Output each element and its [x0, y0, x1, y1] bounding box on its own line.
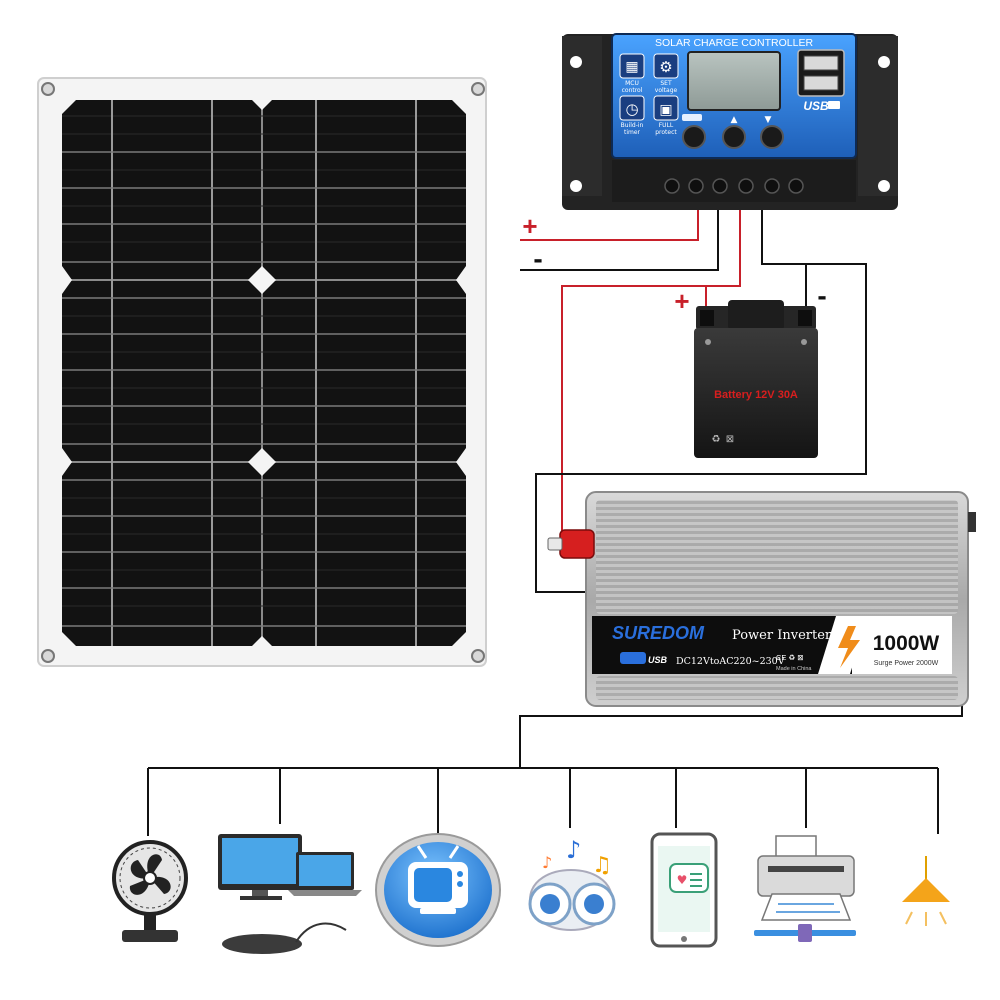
label-set-sub: voltage	[655, 87, 678, 94]
lamp-icon	[902, 856, 950, 926]
menu-key	[682, 125, 706, 149]
wire-battery-plus	[561, 210, 741, 536]
battery-label: Battery 12V 30A	[714, 389, 798, 401]
label-full-sub: protect	[655, 129, 677, 136]
label-mcu-sub: control	[622, 87, 643, 94]
chip-icon: ▦	[625, 59, 638, 75]
music-note-icon: ♪	[542, 853, 552, 872]
battery: Battery 12V 30A ♻ ⊠	[694, 300, 818, 458]
solar-panel	[37, 77, 487, 667]
inverter-product: Power Inverter	[732, 628, 832, 643]
controller-terminals	[664, 178, 804, 194]
up-key	[722, 125, 746, 149]
label-full: FULL	[659, 122, 674, 129]
heart-icon: ♥	[677, 873, 688, 887]
battery-plus-sign: +	[674, 286, 689, 316]
label-set: SET	[660, 80, 672, 87]
mount-hole-icon	[570, 56, 582, 68]
computer-icon	[218, 834, 362, 954]
arrow-up-icon: ▲	[731, 115, 738, 125]
music-note-icon: ♫	[592, 853, 612, 878]
mount-hole-icon	[570, 180, 582, 192]
controller-title: SOLAR CHARGE CONTROLLER	[655, 37, 814, 49]
power-inverter: SUREDOM Power Inverter USB DC12VtoAC220~…	[547, 491, 976, 707]
panel-busbars	[111, 100, 417, 646]
battery-minus-sign: -	[817, 280, 826, 311]
recycle-icon: ♻	[712, 434, 721, 445]
tv-icon	[375, 833, 501, 947]
controller-usb-label: USB	[803, 99, 829, 113]
lock-icon: ▣	[659, 102, 672, 118]
down-key	[760, 125, 784, 149]
charge-controller: ▦ ⚙ ◷ ▣ SOLAR CHARGE CONTROLLER MCU cont…	[562, 33, 898, 210]
inverter-surge: Surge Power 2000W	[874, 660, 939, 667]
clock-icon: ◷	[625, 100, 638, 118]
panel-plus-sign: +	[522, 211, 537, 241]
controller-keys: ▲ ▼	[682, 114, 784, 149]
music-note-icon: ♪	[566, 836, 581, 864]
load-drops	[147, 768, 939, 836]
speaker-icon: ♪ ♫ ♪	[528, 836, 616, 931]
bin-icon: ⊠	[726, 434, 734, 445]
panel-fingers	[62, 115, 466, 607]
wire-controller-minus	[535, 210, 867, 593]
bolt-icon	[838, 626, 860, 668]
wiring	[147, 210, 963, 836]
inverter-origin: Made in China	[776, 666, 812, 672]
label-timer-sub: timer	[624, 129, 641, 136]
panel-cell-corners	[62, 100, 466, 646]
fan-icon	[112, 840, 188, 942]
inverter-power: 1000W	[873, 632, 940, 655]
phone-icon: ♥	[650, 832, 718, 948]
inverter-certs: CE ♻ ⊠	[776, 653, 804, 662]
inverter-brand: SUREDOM	[612, 623, 705, 643]
mount-hole-icon	[878, 56, 890, 68]
mount-hole-icon	[878, 180, 890, 192]
inverter-spec: DC12VtoAC220~230V	[676, 656, 785, 667]
printer-icon	[754, 835, 856, 942]
wire-panel-minus	[520, 210, 719, 271]
controller-left-buttons: ▦ ⚙ ◷ ▣	[619, 53, 679, 121]
label-mcu: MCU	[625, 80, 639, 87]
label-timer: Build-in	[621, 122, 644, 129]
inverter-usb-label: USB	[648, 655, 668, 665]
wire-panel-plus	[520, 210, 699, 241]
arrow-down-icon: ▼	[765, 115, 772, 125]
inverter-terminal	[547, 529, 595, 559]
panel-minus-sign: -	[533, 243, 542, 274]
usb-ports	[797, 49, 845, 97]
panel-cell-lines	[62, 151, 466, 627]
gear-icon: ⚙	[659, 58, 672, 76]
panel-grommets	[41, 82, 485, 663]
